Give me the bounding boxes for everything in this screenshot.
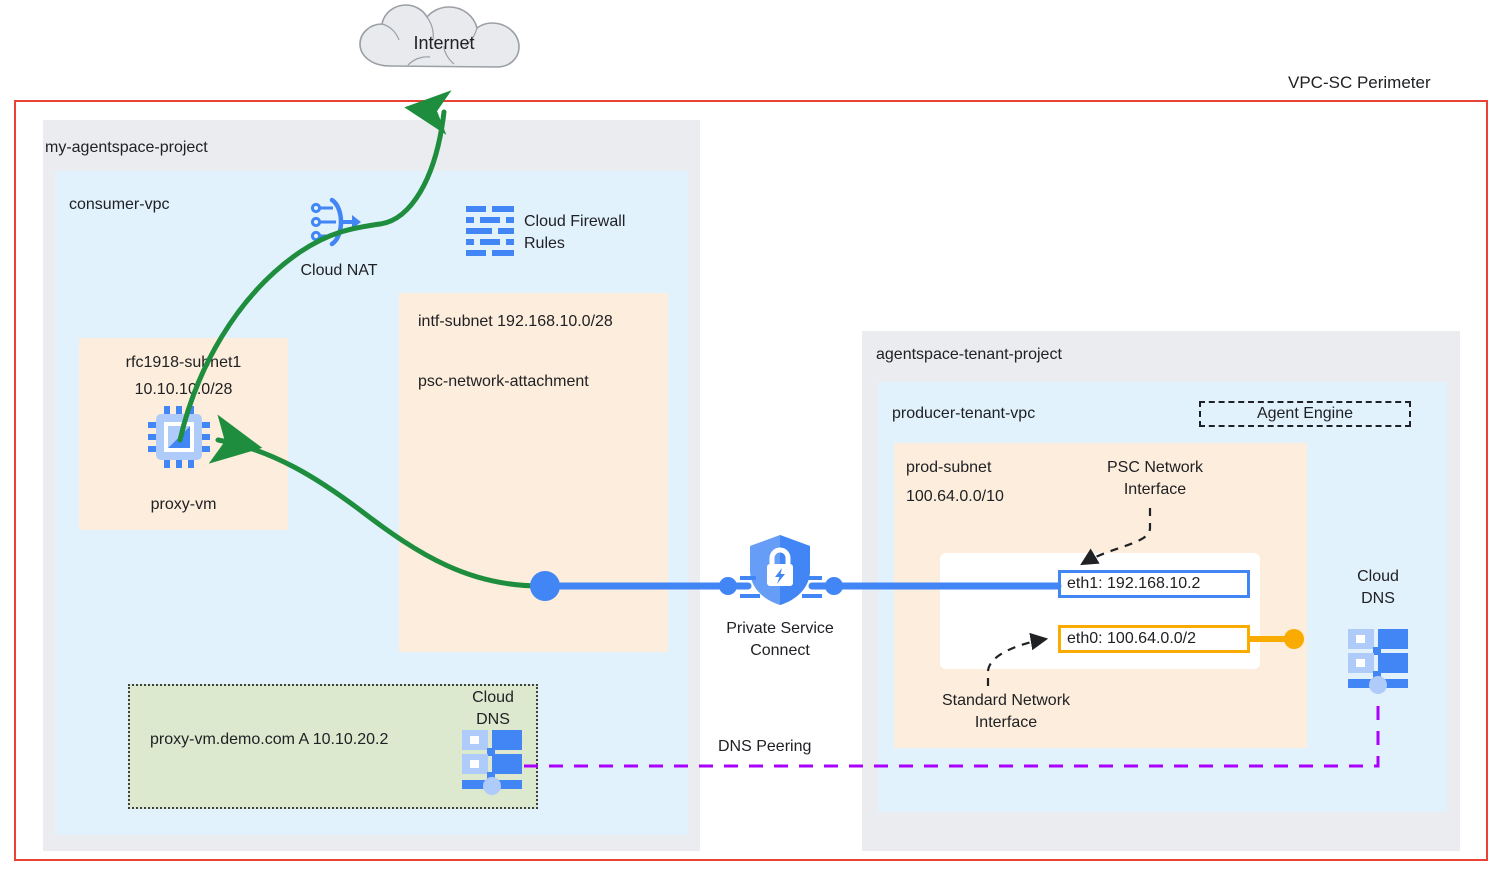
compute-engine-vm-icon <box>148 406 210 468</box>
cloud-firewall-label: Cloud Firewall Rules <box>524 213 626 252</box>
vpc-sc-perimeter-label: VPC-SC Perimeter <box>1288 73 1431 92</box>
eth1-interface-box: eth1: 192.168.10.2 <box>1058 570 1250 598</box>
intf-subnet-box <box>399 293 668 652</box>
cloud-firewall-icon <box>466 205 518 257</box>
tenant-project-label: agentspace-tenant-project <box>876 346 1062 363</box>
prod-subnet-name-label: prod-subnet <box>906 459 992 476</box>
vpc-sc-perimeter <box>14 100 1488 861</box>
agent-engine-label: Agent Engine <box>1256 405 1354 422</box>
producer-tenant-vpc-label: producer-tenant-vpc <box>892 405 1036 422</box>
intf-subnet-cidr-label: intf-subnet 192.168.10.0/28 <box>418 313 613 330</box>
prod-subnet-cidr-label: 100.64.0.0/10 <box>906 488 1004 505</box>
private-service-connect-shield-icon <box>748 534 812 606</box>
internet-cloud <box>344 2 544 84</box>
dns-a-record-label: proxy-vm.demo.com A 10.10.20.2 <box>150 731 389 748</box>
tenant-cloud-dns-label: Cloud DNS <box>1357 568 1399 607</box>
standard-network-interface-label: Standard Network Interface <box>941 692 1071 731</box>
private-service-connect-label: Private Service Connect <box>726 620 834 659</box>
rfc1918-subnet-cidr-label: 10.10.10.0/28 <box>134 381 233 398</box>
proxy-vm-label: proxy-vm <box>150 496 217 513</box>
internet-label: Internet <box>413 33 475 53</box>
consumer-project-label: my-agentspace-project <box>45 139 208 156</box>
cloud-nat-icon <box>306 196 368 248</box>
agent-engine-box: Agent Engine <box>1199 401 1411 427</box>
psc-network-attachment-label: psc-network-attachment <box>418 373 589 390</box>
cloud-nat-label: Cloud NAT <box>300 262 378 279</box>
eth1-label: eth1: 192.168.10.2 <box>1067 575 1201 592</box>
consumer-cloud-dns-label: Cloud DNS <box>472 689 514 728</box>
psc-network-interface-label: PSC Network Interface <box>1106 459 1204 498</box>
cloud-dns-icon <box>462 728 522 796</box>
consumer-vpc-label: consumer-vpc <box>69 196 170 213</box>
cloud-icon <box>359 4 520 68</box>
cloud-dns-icon <box>1348 627 1408 695</box>
rfc1918-subnet-name-label: rfc1918-subnet1 <box>125 354 242 371</box>
eth0-label: eth0: 100.64.0.0/2 <box>1067 630 1196 647</box>
eth0-interface-box: eth0: 100.64.0.0/2 <box>1058 625 1250 653</box>
